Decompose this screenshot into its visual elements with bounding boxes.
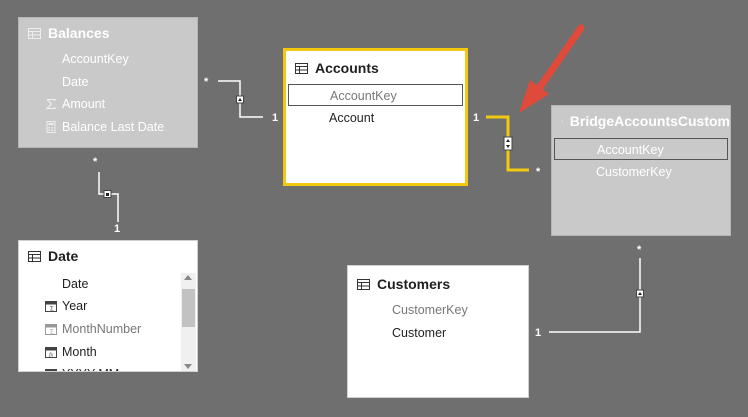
field-label: Date bbox=[62, 75, 89, 89]
calendar-icon bbox=[45, 369, 57, 371]
table-header[interactable]: BridgeAccountsCustom bbox=[552, 106, 730, 136]
table-header[interactable]: Customers bbox=[348, 269, 528, 299]
annotation-arrow-icon bbox=[519, 24, 585, 113]
sigma-icon bbox=[45, 98, 56, 110]
svg-text:Σ: Σ bbox=[50, 330, 54, 336]
field-label: CustomerKey bbox=[596, 165, 672, 179]
field-row[interactable]: Σ Year bbox=[19, 295, 180, 317]
cardinality-label: 1 bbox=[535, 327, 541, 339]
cardinality-label: 1 bbox=[114, 223, 120, 235]
field-label: Date bbox=[62, 277, 89, 291]
table-icon bbox=[28, 27, 41, 39]
table-header[interactable]: Date bbox=[19, 241, 197, 271]
cardinality-label: 1 bbox=[272, 112, 278, 124]
table-icon bbox=[561, 120, 563, 122]
svg-text:fx: fx bbox=[49, 352, 54, 359]
field-label: Balance Last Date bbox=[62, 120, 165, 134]
cardinality-label: * bbox=[637, 244, 642, 256]
table-card-date[interactable]: Date Date Σ Year Σ MonthNumber fx Month bbox=[18, 240, 198, 372]
scrollbar[interactable] bbox=[181, 273, 196, 371]
cardinality-label: * bbox=[204, 76, 209, 88]
calendar-icon: Σ bbox=[45, 324, 57, 336]
table-card-accounts[interactable]: Accounts AccountKey Account bbox=[283, 48, 468, 186]
field-row[interactable]: Amount bbox=[19, 93, 197, 115]
field-row[interactable]: Balance Last Date bbox=[19, 116, 197, 138]
calendar-icon: Σ bbox=[45, 301, 57, 313]
table-title: Date bbox=[48, 248, 79, 264]
table-title: Accounts bbox=[315, 60, 379, 76]
scroll-up-icon[interactable] bbox=[184, 275, 192, 280]
field-label: Amount bbox=[62, 97, 106, 111]
field-label: AccountKey bbox=[330, 89, 397, 103]
field-row[interactable]: CustomerKey bbox=[552, 161, 730, 183]
field-row-selected[interactable]: AccountKey bbox=[288, 84, 463, 106]
field-label: Customer bbox=[392, 326, 447, 340]
table-card-bridge[interactable]: BridgeAccountsCustom AccountKey Customer… bbox=[551, 105, 731, 236]
table-icon bbox=[28, 250, 41, 262]
scroll-down-icon[interactable] bbox=[184, 364, 192, 369]
cardinality-label: 1 bbox=[473, 112, 479, 124]
table-card-balances[interactable]: Balances AccountKey Date Amount Balance … bbox=[18, 17, 198, 148]
field-row-selected[interactable]: AccountKey bbox=[554, 138, 728, 160]
field-label: Account bbox=[329, 111, 375, 125]
field-label: YYYY-MM bbox=[62, 363, 119, 371]
field-row[interactable]: Customer bbox=[348, 322, 528, 344]
table-icon bbox=[357, 278, 370, 290]
cardinality-label: * bbox=[536, 166, 541, 178]
table-card-customers[interactable]: Customers CustomerKey Customer bbox=[347, 265, 529, 398]
field-row[interactable]: AccountKey bbox=[19, 48, 197, 70]
table-title: BridgeAccountsCustom bbox=[569, 113, 730, 129]
field-row[interactable]: CustomerKey bbox=[348, 299, 528, 321]
field-row[interactable]: Date bbox=[19, 71, 197, 93]
function-icon: fx bbox=[45, 347, 57, 359]
scrollbar-thumb[interactable] bbox=[182, 289, 195, 327]
field-label: Month bbox=[62, 345, 97, 359]
table-header[interactable]: Balances bbox=[19, 18, 197, 48]
table-header[interactable]: Accounts bbox=[286, 53, 465, 83]
field-label: MonthNumber bbox=[62, 322, 142, 336]
field-row[interactable]: Σ MonthNumber bbox=[19, 318, 180, 340]
filter-direction-icon bbox=[503, 136, 513, 151]
field-row[interactable]: YYYY-MM bbox=[19, 363, 180, 371]
table-title: Customers bbox=[377, 276, 451, 292]
field-label: AccountKey bbox=[62, 52, 129, 66]
calculator-icon bbox=[46, 121, 56, 133]
svg-text:Σ: Σ bbox=[50, 307, 54, 313]
field-label: Year bbox=[62, 299, 88, 313]
table-title: Balances bbox=[48, 25, 110, 41]
relationship-customers-bridge[interactable] bbox=[549, 258, 641, 333]
field-label: AccountKey bbox=[597, 143, 664, 157]
table-icon bbox=[295, 62, 308, 74]
field-row[interactable]: fx Month bbox=[19, 341, 180, 363]
field-label: CustomerKey bbox=[392, 303, 468, 317]
field-row[interactable]: Account bbox=[286, 107, 465, 129]
field-row[interactable]: Date bbox=[19, 273, 180, 295]
cardinality-label: * bbox=[93, 156, 98, 168]
